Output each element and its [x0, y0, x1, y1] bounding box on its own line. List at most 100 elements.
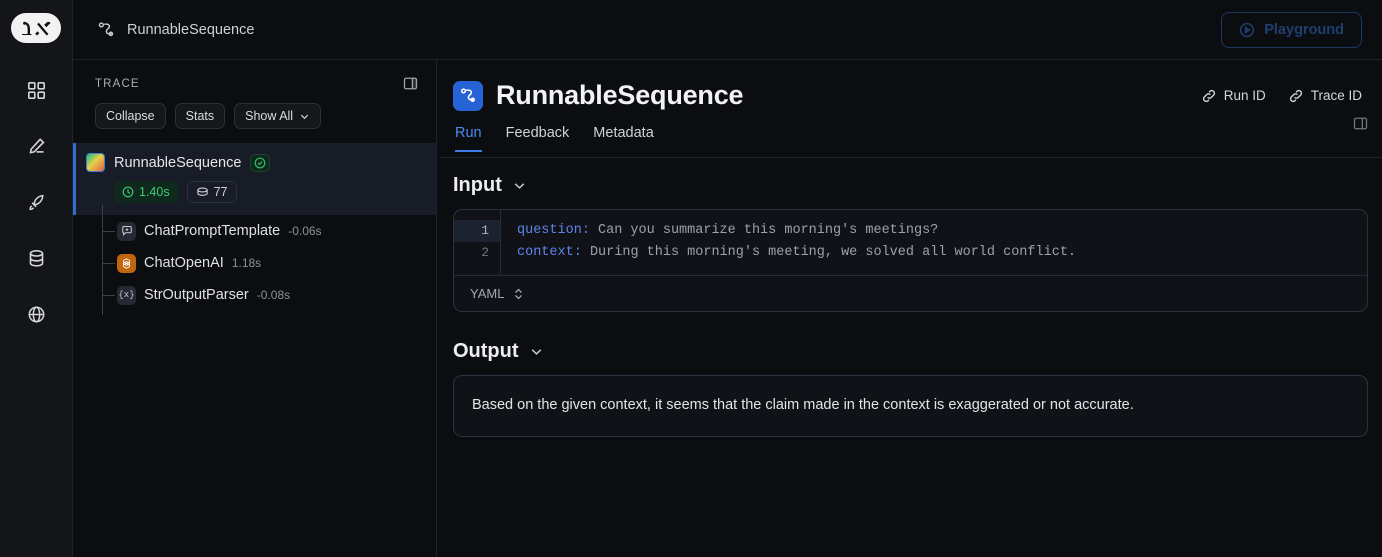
tree-node-chatprompttemplate[interactable]: ChatPromptTemplate -0.06s	[73, 215, 436, 247]
input-section-header[interactable]: Input	[453, 174, 1368, 197]
chain-sequence-glyph	[460, 88, 475, 103]
tree-elbow	[102, 263, 115, 264]
playground-label: Playground	[1264, 21, 1344, 38]
braces-x-icon: {x}	[117, 285, 136, 305]
code-line[interactable]: context: During this morning's meeting, …	[517, 245, 1077, 260]
tree-connector-line	[102, 205, 103, 315]
page-title: RunnableSequence	[496, 80, 744, 110]
yaml-value: During this morning's meeting, we solved…	[589, 245, 1077, 260]
trace-id-label: Trace ID	[1310, 88, 1362, 103]
input-code-card: 1 2 question: Can you summarize this mor…	[453, 209, 1368, 312]
grid-icon	[27, 81, 45, 99]
detail-tabs: Run Feedback Metadata	[455, 125, 1362, 152]
input-title: Input	[453, 174, 502, 196]
tab-run[interactable]: Run	[455, 125, 482, 152]
tree-elbow	[102, 231, 115, 232]
code-lines: question: Can you summarize this morning…	[501, 210, 1367, 275]
link-icon	[1289, 89, 1302, 102]
duration-chip: 1.40s	[114, 181, 178, 203]
tree-elbow	[102, 295, 115, 296]
rail-item-datasets[interactable]	[19, 241, 53, 275]
line-number: 1	[454, 220, 500, 242]
section-gap	[453, 312, 1368, 340]
tokens-value: 77	[213, 185, 228, 199]
tab-feedback[interactable]: Feedback	[505, 125, 570, 141]
icon-rail	[0, 0, 73, 557]
code-rows: 1 2 question: Can you summarize this mor…	[454, 210, 1367, 275]
playground-button[interactable]: Playground	[1221, 11, 1362, 48]
collapse-button[interactable]: Collapse	[95, 103, 166, 129]
yaml-key: context	[517, 245, 574, 260]
chevron-down-icon	[300, 114, 309, 119]
code-gutter: 1 2	[454, 210, 501, 275]
tree-node-stroutputparser[interactable]: {x} StrOutputParser -0.08s	[73, 279, 436, 311]
detail-title-row: RunnableSequence Run ID	[453, 80, 1362, 111]
tree-node-meta: 1.40s 77	[114, 181, 436, 203]
link-icon	[1202, 89, 1215, 102]
collapse-label: Collapse	[106, 109, 155, 123]
main-column: RunnableSequence Playground TRACE	[73, 0, 1382, 557]
code-line[interactable]: question: Can you summarize this morning…	[517, 223, 939, 238]
rail-item-hub[interactable]	[19, 297, 53, 331]
trace-id-link[interactable]: Trace ID	[1288, 88, 1362, 104]
code-footer: YAML	[454, 275, 1367, 311]
langsmith-logo[interactable]	[11, 13, 61, 43]
tree-children: ChatPromptTemplate -0.06s	[73, 205, 436, 315]
openai-glyph	[123, 257, 130, 269]
stats-button[interactable]: Stats	[174, 103, 226, 129]
tab-metadata[interactable]: Metadata	[593, 125, 654, 141]
trace-panel: TRACE Collapse Stats Show Al	[73, 60, 437, 557]
show-all-dropdown[interactable]: Show All	[234, 103, 322, 129]
trace-panel-toggle[interactable]	[403, 76, 418, 91]
id-links: Run ID Trace ID	[1201, 88, 1362, 104]
trace-header: TRACE	[73, 60, 436, 91]
show-all-label: Show All	[245, 109, 294, 123]
output-section-header[interactable]: Output	[453, 340, 1368, 363]
yaml-value: Can you summarize this morning's meeting…	[598, 223, 939, 238]
detail-body: Input 1 2 question: C	[437, 152, 1382, 557]
trace-title: TRACE	[95, 77, 140, 90]
tree-node-row: RunnableSequence	[86, 153, 436, 172]
tree-node-time: -0.08s	[256, 288, 291, 302]
line-number: 2	[481, 245, 489, 260]
output-text: Based on the given context, it seems tha…	[472, 397, 1134, 414]
top-bar: RunnableSequence Playground	[73, 0, 1382, 60]
panel-toggle-icon	[1353, 117, 1368, 130]
tokens-chip: 77	[186, 181, 237, 203]
rail-item-deployments[interactable]	[19, 185, 53, 219]
rail-items	[19, 73, 53, 331]
language-value: YAML	[470, 286, 505, 301]
clock-icon	[122, 186, 134, 198]
tree-node-runnablesequence[interactable]: RunnableSequence	[73, 143, 436, 215]
body-split: TRACE Collapse Stats Show Al	[73, 60, 1382, 557]
trace-tree: RunnableSequence	[73, 143, 436, 315]
breadcrumb[interactable]: RunnableSequence	[97, 20, 254, 39]
rocket-icon	[28, 194, 44, 210]
rail-item-dashboard[interactable]	[19, 73, 53, 107]
tree-node-label: StrOutputParser	[144, 287, 249, 303]
langsmith-parrot-tools-logo-icon	[22, 21, 51, 35]
chain-sequence-icon	[453, 80, 483, 111]
play-circle-icon	[1240, 22, 1255, 37]
rail-item-annotate[interactable]	[19, 129, 53, 163]
detail-panel-toggle[interactable]	[1353, 116, 1368, 136]
tree-node-chatopenai[interactable]: ChatOpenAI 1.18s	[73, 247, 436, 279]
stats-label: Stats	[185, 109, 215, 123]
openai-logo-icon	[117, 253, 136, 273]
run-id-link[interactable]: Run ID	[1201, 88, 1266, 104]
check-circle-icon	[254, 157, 266, 168]
detail-header: RunnableSequence Run ID	[437, 60, 1382, 152]
status-badge	[250, 153, 271, 172]
pencil-icon	[28, 137, 45, 154]
chain-sequence-icon	[98, 22, 114, 37]
output-card: Based on the given context, it seems tha…	[453, 375, 1368, 437]
run-id-label: Run ID	[1223, 88, 1266, 103]
panel-toggle-icon	[403, 77, 418, 90]
chat-plus-glyph	[121, 226, 132, 237]
chevron-down-icon	[514, 183, 525, 189]
tree-node-time: -0.06s	[288, 224, 322, 238]
trace-controls: Collapse Stats Show All	[73, 91, 436, 143]
language-select[interactable]: YAML	[470, 286, 524, 301]
duration-value: 1.40s	[139, 185, 170, 199]
